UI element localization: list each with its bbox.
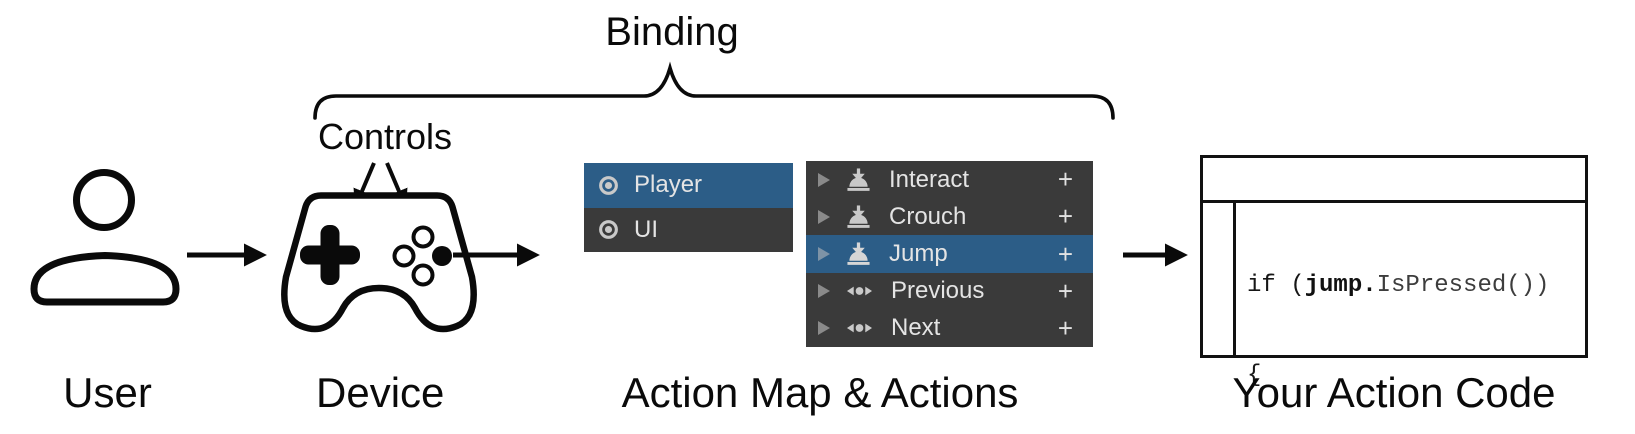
add-binding-button[interactable]: + [1057,275,1073,306]
gamepad-button-south [411,263,435,287]
gamepad-button-west [392,244,416,268]
action-row-jump[interactable]: Jump + [806,235,1093,273]
action-map-label: Player [634,171,703,199]
jump-variable: jump [1304,272,1363,299]
action-map-row-player[interactable]: Player [584,163,793,208]
action-row-interact[interactable]: Interact + [806,161,1093,199]
foldout-triangle-icon[interactable] [816,320,832,336]
code-gutter [1233,203,1236,355]
action-map-row-ui[interactable]: UI [584,207,793,252]
actions-panel: Interact + Crouch + Jump + [806,161,1093,348]
add-binding-button[interactable]: + [1057,312,1073,343]
add-binding-button[interactable]: + [1057,164,1073,195]
action-row-next[interactable]: Next + [806,309,1093,348]
action-label: Jump [889,240,948,267]
button-action-icon [847,242,870,265]
foldout-triangle-icon[interactable] [816,209,832,225]
user-icon [30,169,180,306]
binding-brace [313,61,1115,120]
stage-label-action-map: Action Map & Actions [621,369,1019,416]
action-map-label: UI [634,215,658,243]
stage-label-user: User [63,369,152,416]
code-box: if (jump.IsPressed()) { // your code } [1200,155,1588,389]
foldout-triangle-icon[interactable] [816,172,832,188]
action-label: Next [891,314,941,342]
axis-action-icon [846,324,873,333]
arrow-user-to-device [187,243,267,267]
gamepad-button-east-pressed [432,246,452,266]
action-map-icon [599,175,618,195]
action-label: Crouch [889,202,967,230]
button-action-icon [847,205,870,228]
action-row-previous[interactable]: Previous + [806,272,1093,310]
foldout-triangle-icon[interactable] [816,246,832,262]
foldout-triangle-icon[interactable] [816,283,832,299]
button-action-icon [847,168,870,191]
action-row-crouch[interactable]: Crouch + [806,198,1093,236]
code-line-1: if (jump.IsPressed()) [1247,272,1550,299]
binding-label: Binding [605,10,739,54]
stage-label-device: Device [316,369,445,416]
arrow-device-to-actionmap [453,243,540,267]
controls-label: Controls [317,116,453,157]
arrow-actions-to-code [1123,243,1188,267]
code-box-body: if (jump.IsPressed()) { // your code } [1203,203,1585,389]
action-label: Previous [891,277,985,305]
stage-label-action-code: Your Action Code [1232,369,1556,416]
action-label: Interact [889,165,970,193]
gamepad-icon [281,192,477,333]
gamepad-button-north [411,225,435,249]
action-map-icon [599,220,618,240]
code-box-header [1203,158,1585,203]
action-maps-panel: Player UI [584,163,793,252]
axis-action-icon [846,286,873,296]
code-snippet: if (jump.IsPressed()) { // your code } [1203,203,1585,434]
add-binding-button[interactable]: + [1057,238,1073,269]
code-line-2: { [1247,362,1262,389]
add-binding-button[interactable]: + [1057,201,1073,232]
